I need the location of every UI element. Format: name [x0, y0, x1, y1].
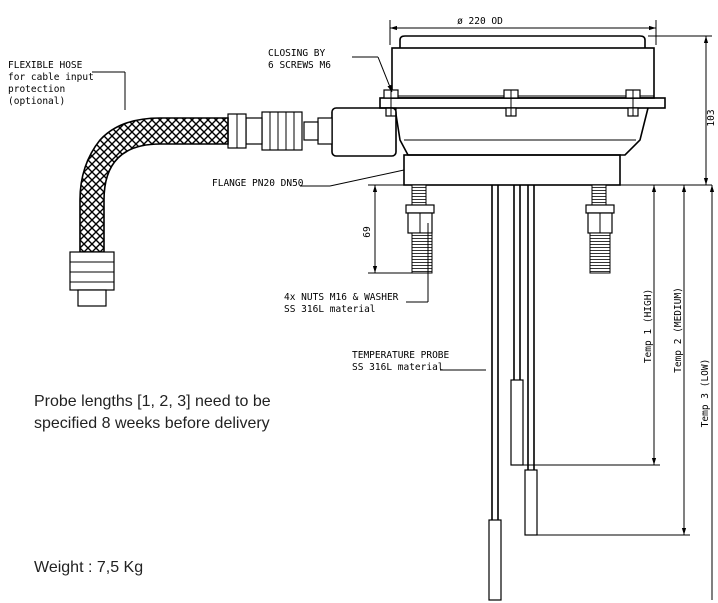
probe-label-2: SS 316L material [352, 362, 444, 373]
hose-label-2: for cable input [8, 72, 94, 83]
probe-1 [488, 185, 502, 601]
probe-2 [510, 185, 524, 466]
clamp-ring [379, 97, 666, 109]
probe-note-line2: specified 8 weeks before delivery [34, 415, 270, 432]
housing-body [394, 107, 649, 156]
hose-label-4: (optional) [8, 96, 65, 107]
weight-note: Weight : 7,5 Kg [34, 559, 143, 576]
probe-3 [524, 185, 538, 536]
stud-left [405, 184, 435, 274]
nuts-label-2: SS 316L material [284, 304, 376, 315]
dim-temp2 [537, 185, 690, 536]
closing-label-1: CLOSING BY [268, 48, 325, 59]
probe-label-1: TEMPERATURE PROBE [352, 350, 450, 361]
hose-label-3: protection [8, 84, 65, 95]
closing-label-2: 6 SCREWS M6 [268, 60, 331, 71]
od-label: ø 220 OD [457, 16, 503, 27]
housing-lid [391, 47, 655, 99]
temp2-label: Temp 2 (MEDIUM) [673, 287, 684, 373]
flange-label: FLANGE PN20 DN50 [212, 178, 304, 189]
temp1-label: Temp 1 (HIGH) [643, 289, 654, 363]
temp3-label: Temp 3 (LOW) [700, 359, 711, 428]
housing [379, 35, 666, 186]
cable-gland [227, 107, 397, 157]
dim-temp1 [523, 184, 660, 466]
flange [403, 154, 621, 186]
dim-103-label: 103 [706, 109, 717, 126]
screw-icon [503, 89, 519, 117]
flexible-hose [69, 117, 229, 307]
screw-icon [625, 89, 641, 117]
stud-right [585, 184, 615, 274]
dim-od [389, 20, 657, 45]
nuts-label-1: 4x NUTS M16 & WASHER [284, 292, 399, 303]
dim-69-label: 69 [362, 226, 373, 238]
hose-label-1: FLEXIBLE HOSE [8, 60, 83, 71]
dim-69 [368, 184, 412, 274]
probe-note-line1: Probe lengths [1, 2, 3] need to be [34, 393, 271, 410]
